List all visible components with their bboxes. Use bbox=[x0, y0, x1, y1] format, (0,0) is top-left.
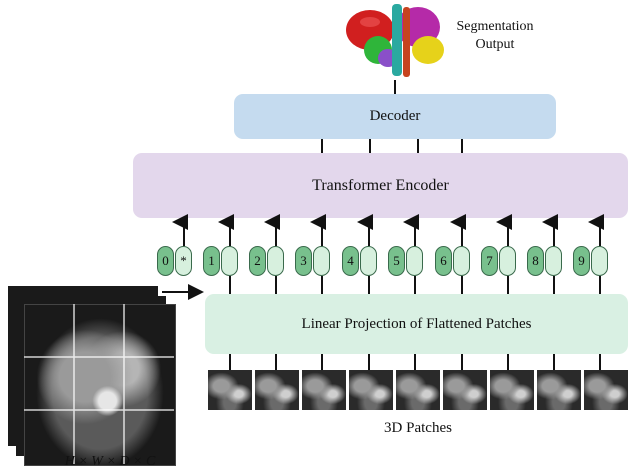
token-position-2: 2 bbox=[249, 246, 266, 276]
patches-label: 3D Patches bbox=[384, 420, 452, 436]
decoder-label: Decoder bbox=[369, 108, 421, 124]
token-position-4: 4 bbox=[342, 246, 359, 276]
token-position-3: 3 bbox=[295, 246, 312, 276]
transformer-encoder-label: Transformer Encoder bbox=[312, 176, 449, 194]
patch-image bbox=[396, 370, 440, 410]
token-position-8: 8 bbox=[527, 246, 544, 276]
transformer-encoder-box: Transformer Encoder bbox=[133, 153, 628, 218]
segmentation-output-image bbox=[346, 4, 444, 77]
linear-projection-label: Linear Projection of Flattened Patches bbox=[301, 315, 532, 332]
patch-image bbox=[302, 370, 346, 410]
patch-image bbox=[490, 370, 534, 410]
segmentation-label-line2: Output bbox=[475, 37, 515, 52]
ct-slice-front bbox=[24, 304, 176, 466]
ct-grid-overlay bbox=[24, 304, 174, 464]
patch-embedding bbox=[267, 246, 284, 276]
token-position-6: 6 bbox=[435, 246, 452, 276]
patch-embedding bbox=[360, 246, 377, 276]
patch-image bbox=[349, 370, 393, 410]
segmentation-label-line1: Segmentation bbox=[456, 19, 534, 34]
patch-image bbox=[255, 370, 299, 410]
patch-embedding bbox=[545, 246, 562, 276]
patch-image bbox=[443, 370, 487, 410]
patch-embedding bbox=[591, 246, 608, 276]
segmentation-output-label: Segmentation Output bbox=[440, 18, 550, 54]
linear-projection-box: Linear Projection of Flattened Patches bbox=[205, 294, 628, 354]
token-position-7: 7 bbox=[481, 246, 498, 276]
input-shape-label: H × W × D × C bbox=[64, 454, 156, 469]
patch-embedding bbox=[499, 246, 516, 276]
token-position-9: 9 bbox=[573, 246, 590, 276]
patch-image bbox=[208, 370, 252, 410]
token-position-5: 5 bbox=[388, 246, 405, 276]
patch-embedding bbox=[406, 246, 423, 276]
decoder-box: Decoder bbox=[234, 94, 556, 139]
patch-embedding bbox=[221, 246, 238, 276]
token-position-0: 0 bbox=[157, 246, 174, 276]
patch-embedding bbox=[313, 246, 330, 276]
patch-embedding bbox=[453, 246, 470, 276]
token-position-1: 1 bbox=[203, 246, 220, 276]
cls-token-embedding: * bbox=[175, 246, 192, 276]
patch-image bbox=[584, 370, 628, 410]
patch-image bbox=[537, 370, 581, 410]
